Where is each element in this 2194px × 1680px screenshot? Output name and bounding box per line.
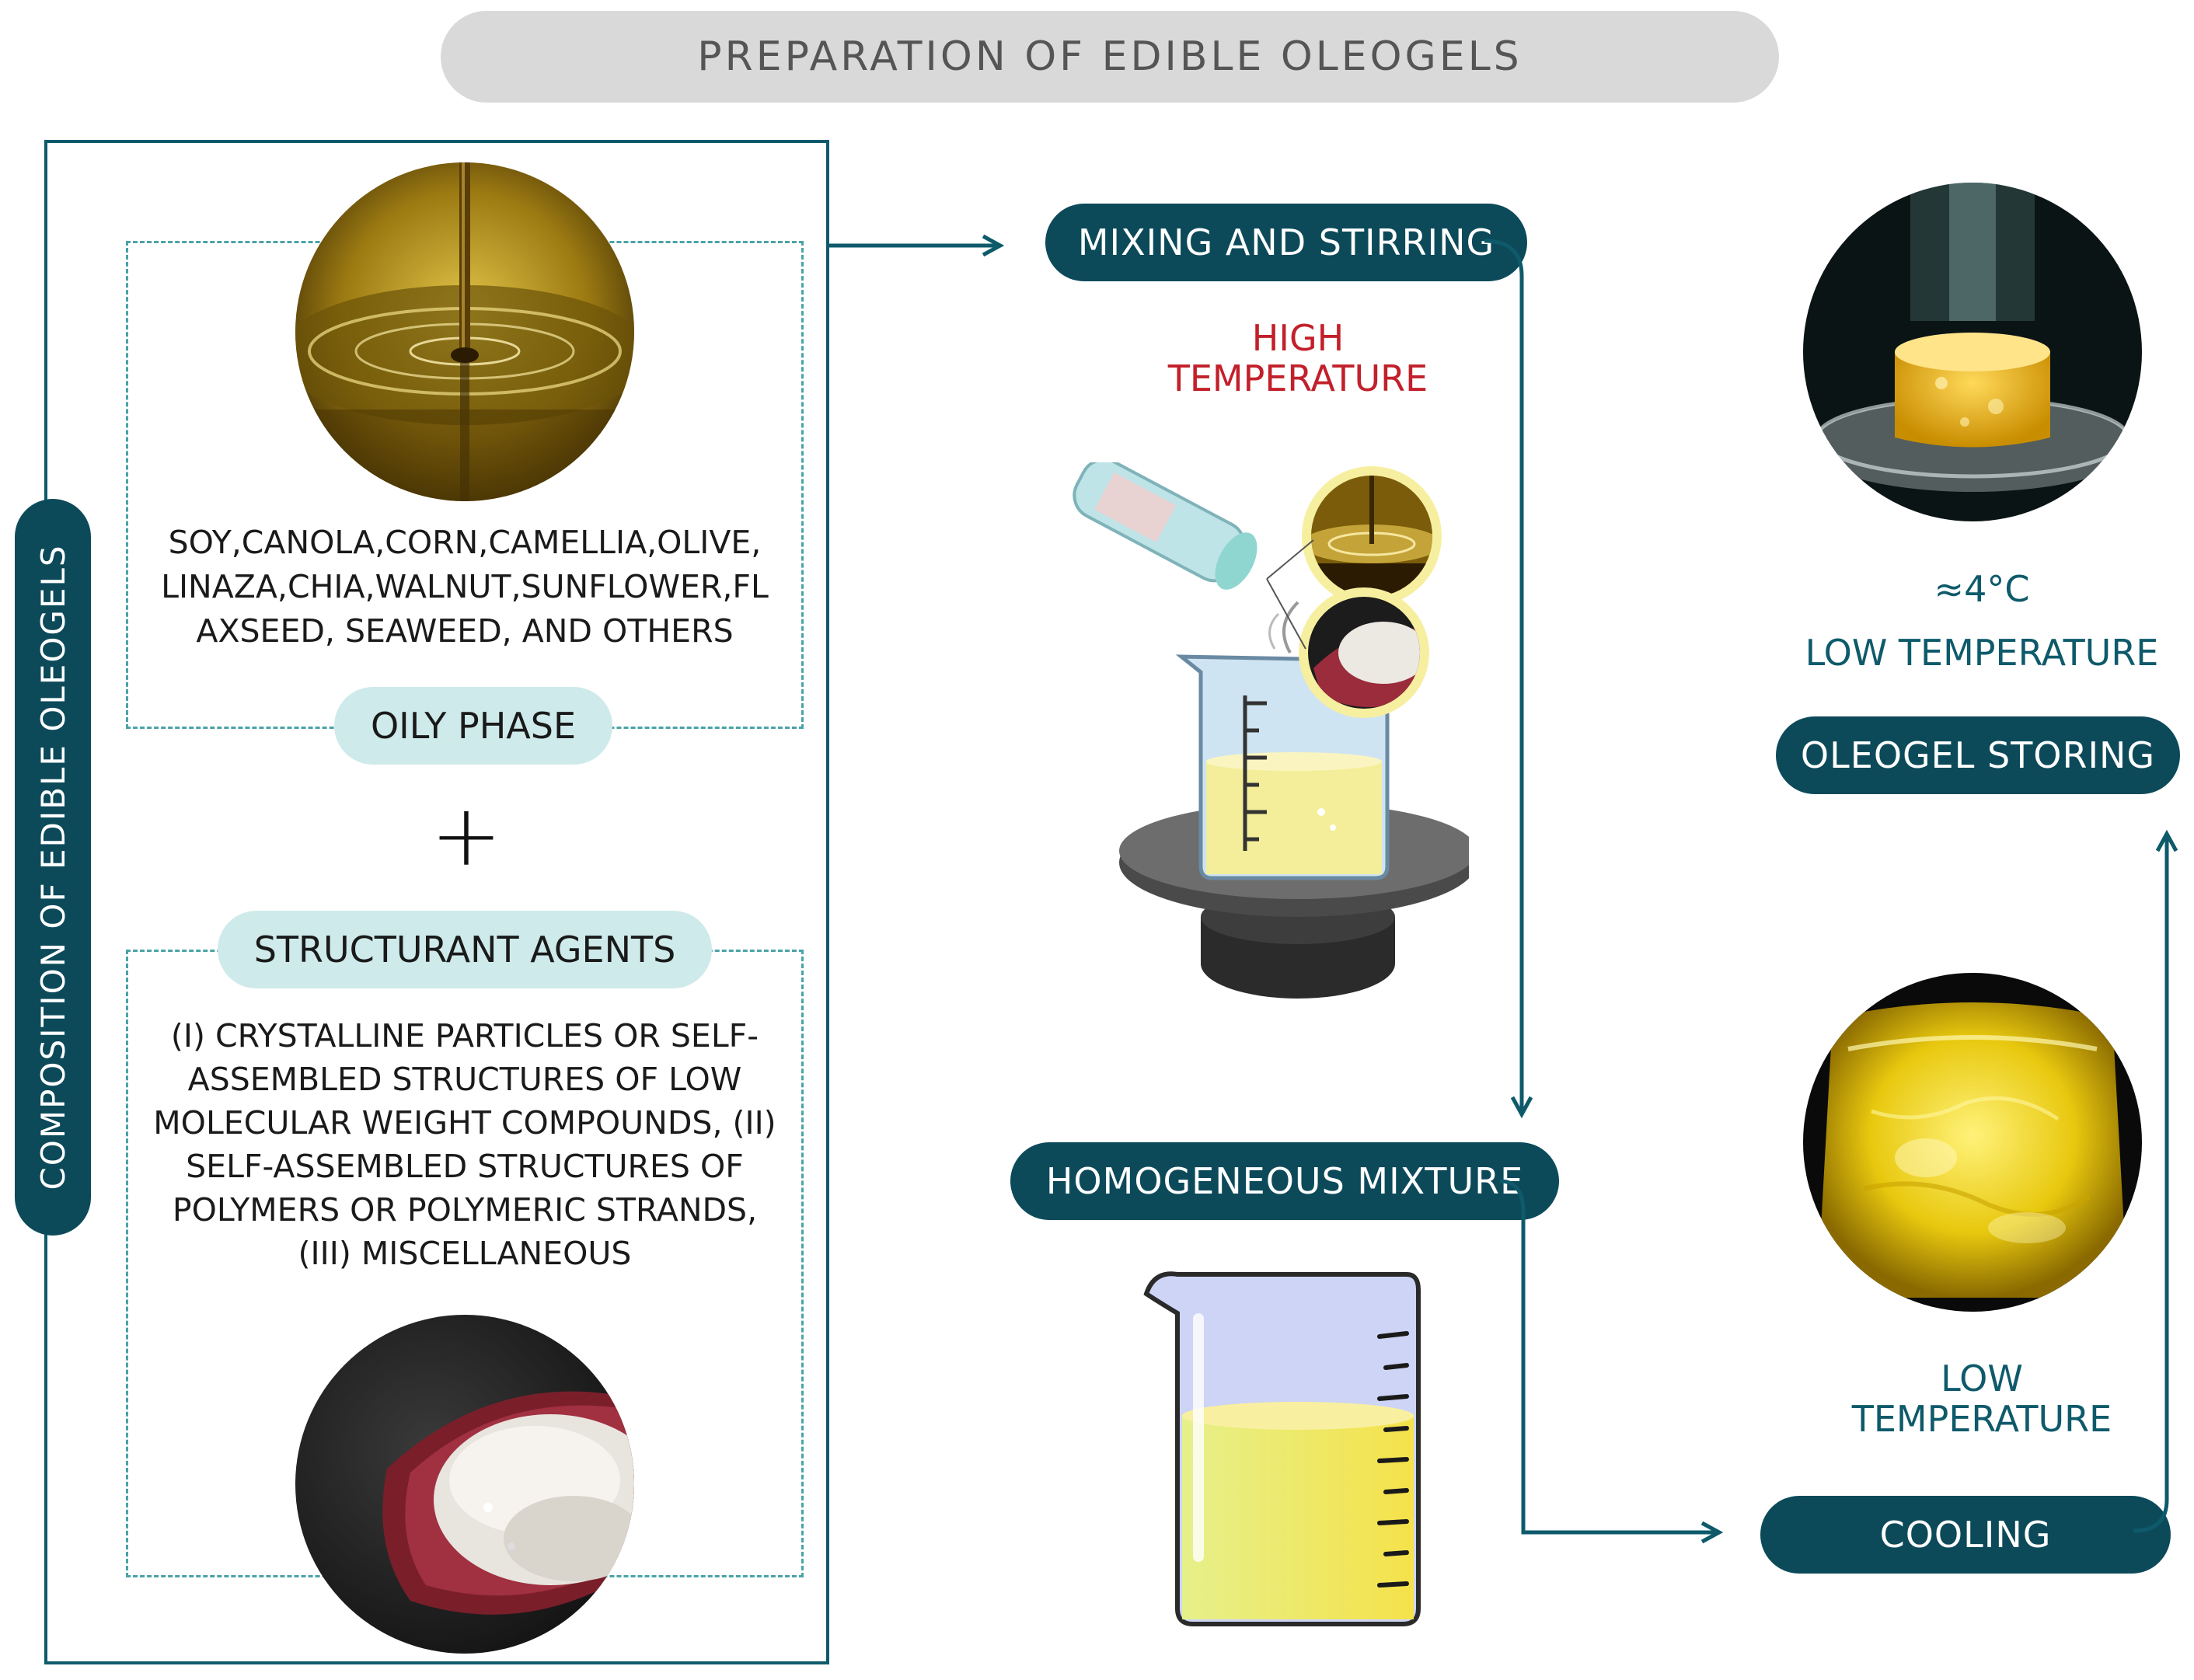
oils-line-2: LINAZA,CHIA,WALNUT,SUNFLOWER,FL [161,568,769,605]
stored-oleogel-photo [1803,183,2142,521]
structurant-line-5: POLYMERS OR POLYMERIC STRANDS, [172,1191,758,1229]
oleogel-storing-step: OLEOGEL STORING [1776,716,2180,794]
mixing-illustration [1073,462,1469,999]
structurant-line-3: MOLECULAR WEIGHT COMPOUNDS, (II) [153,1104,776,1141]
plus-sign: + [430,786,503,885]
oils-line-1: SOY,CANOLA,CORN,CAMELLIA,OLIVE, [168,524,762,561]
structurant-label: STRUCTURANT AGENTS [218,911,712,988]
diagram-title: PREPARATION OF EDIBLE OLEOGELS [441,11,1779,103]
composition-side-label: COMPOSITION OF EDIBLE OLEOGELS [33,544,72,1190]
oils-line-3: AXSEED, SEAWEED, AND OTHERS [196,612,734,650]
structurant-line-4: SELF-ASSEMBLED STRUCTURES OF [186,1148,744,1185]
arrow-composition-to-mixing [828,234,1005,257]
high-temperature-line-1: HIGH [1251,317,1345,359]
mixing-stirring-step: MIXING AND STIRRING [1045,204,1527,281]
cooling-low-temperature-line-1: LOW [1941,1358,2023,1399]
cooling-step: COOLING [1760,1496,2171,1574]
oil-drop-photo [295,162,634,501]
arrow-cooling-to-storing [2133,829,2178,1533]
storing-temperature: ≈4°C [1934,568,2030,610]
homogeneous-mixture-step: HOMOGENEOUS MIXTURE [1010,1142,1559,1220]
homogeneous-beaker-illustration [1143,1271,1421,1626]
powder-photo [295,1315,634,1654]
storing-low-temperature: LOW TEMPERATURE [1805,632,2159,674]
cooling-gel-photo [1803,973,2142,1312]
composition-side-pill [15,499,91,1236]
arrow-homogeneous-to-cooling [1499,1179,1724,1544]
structurant-line-1: (I) CRYSTALLINE PARTICLES OR SELF- [170,1017,759,1054]
oily-phase-label: OILY PHASE [334,687,612,765]
cooling-low-temperature-line-2: TEMPERATURE [1851,1398,2112,1440]
structurant-line-6: (III) MISCELLANEOUS [298,1235,632,1272]
high-temperature-line-2: TEMPERATURE [1167,357,1428,399]
structurant-line-2: ASSEMBLED STRUCTURES OF LOW [187,1061,742,1098]
arrow-mixing-to-homogeneous [1484,239,1533,1119]
